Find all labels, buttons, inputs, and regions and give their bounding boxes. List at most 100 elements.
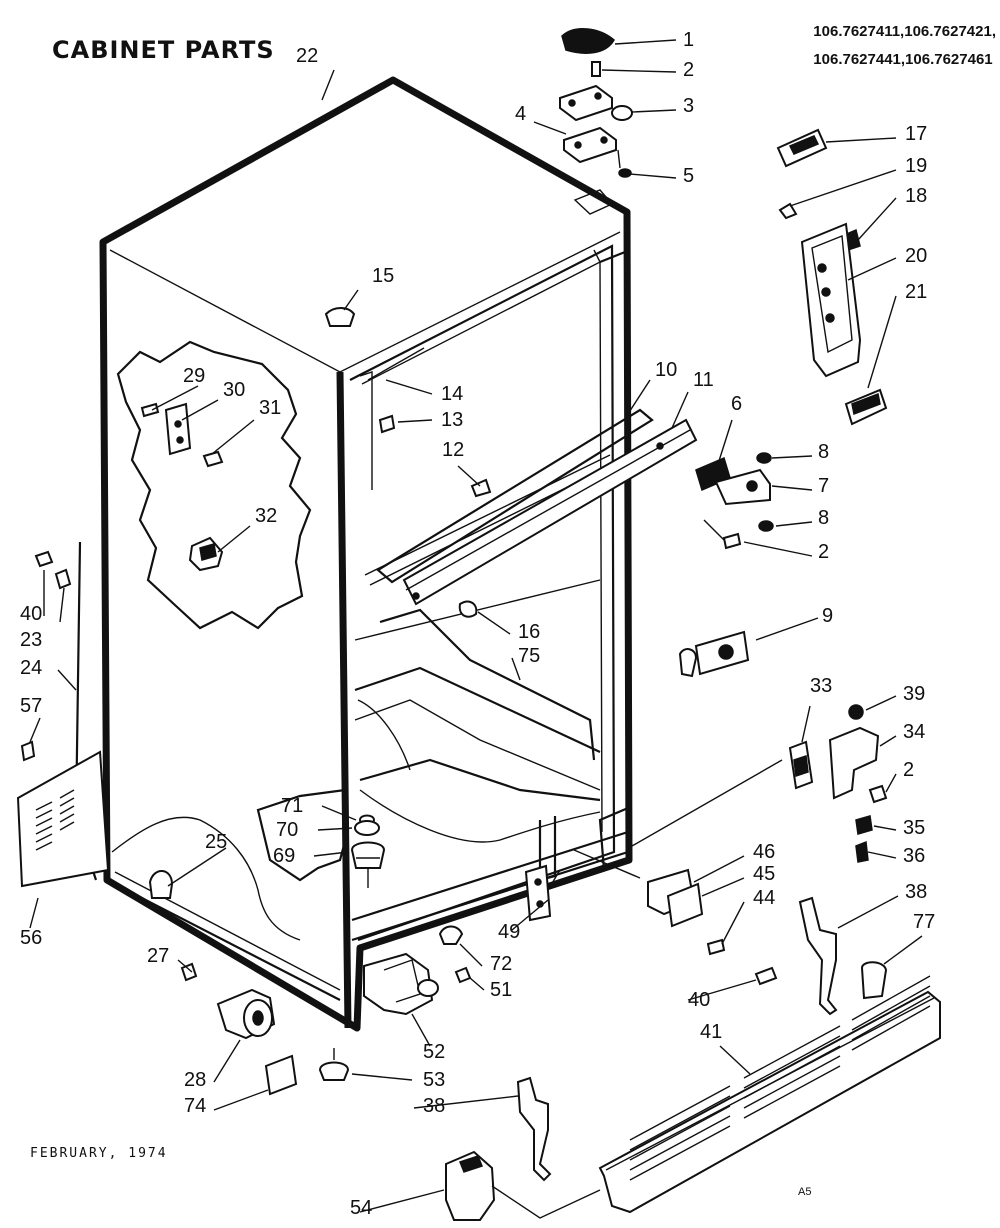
callout-c71: 71 <box>281 795 303 817</box>
callout-c4: 4 <box>515 103 526 125</box>
center-hinge-assembly <box>695 452 774 550</box>
grille-clip-77 <box>860 961 888 1000</box>
callout-c19: 19 <box>905 155 927 177</box>
part-72 <box>438 925 464 945</box>
callout-c29: 29 <box>183 365 205 387</box>
model-numbers-line-2: 106.7627441,106.7627461 <box>813 51 993 68</box>
callout-c72: 72 <box>490 953 512 975</box>
callout-c3: 3 <box>683 95 694 117</box>
callout-c22: 22 <box>296 45 318 67</box>
callout-c77: 77 <box>913 911 935 933</box>
callout-c39: 39 <box>903 683 925 705</box>
callout-c54: 54 <box>350 1197 372 1219</box>
callout-c69: 69 <box>273 845 295 867</box>
callout-c7: 7 <box>818 475 829 497</box>
callout-c70: 70 <box>276 819 298 841</box>
bracket-52 <box>363 952 434 1016</box>
callout-c38b: 38 <box>423 1095 445 1117</box>
callout-c51: 51 <box>490 979 512 1001</box>
rail-clip-part <box>458 600 478 618</box>
callout-c24: 24 <box>20 657 42 679</box>
callout-c18: 18 <box>905 185 927 207</box>
callout-c75: 75 <box>518 645 540 667</box>
callout-c32: 32 <box>255 505 277 527</box>
callout-c11: 11 <box>693 369 714 391</box>
lower-left-cutaway <box>256 788 350 882</box>
rear-panel-assembly <box>16 541 110 888</box>
divider-rail-assembly <box>376 408 698 618</box>
top-hinge-assembly <box>559 28 633 178</box>
callout-c41: 41 <box>700 1021 722 1043</box>
callout-c52: 52 <box>423 1041 445 1063</box>
callout-c57: 57 <box>20 695 42 717</box>
callout-c56: 56 <box>20 927 42 949</box>
callout-c16: 16 <box>518 621 540 643</box>
callout-c1: 1 <box>683 29 694 51</box>
bracket-54 <box>445 1150 496 1221</box>
callout-c21: 21 <box>905 281 927 303</box>
plug-part-15 <box>324 307 356 327</box>
hinge-shim-part <box>563 126 617 164</box>
leveler-washer-70 <box>354 820 380 836</box>
divider-rail-part <box>402 418 698 606</box>
callout-c8b: 8 <box>818 507 829 529</box>
hinge-cap-part <box>561 28 615 54</box>
rear-panel-vents <box>35 789 75 851</box>
callout-c27: 27 <box>147 945 169 967</box>
callout-c38a: 38 <box>905 881 927 903</box>
bracket-45 <box>666 882 704 928</box>
side-wall-parts <box>140 307 492 572</box>
callout-c36: 36 <box>903 845 925 867</box>
callout-c34: 34 <box>903 721 925 743</box>
callout-c33: 33 <box>810 675 832 697</box>
handle-bracket-part <box>800 222 862 378</box>
hinge-screw-part <box>591 61 601 77</box>
bottom-hinge-assembly <box>631 704 888 863</box>
handle-bracket-assembly <box>776 128 888 426</box>
leveler-assembly <box>350 814 386 888</box>
callout-c15: 15 <box>372 265 394 287</box>
base-grille-part <box>598 990 941 1214</box>
callout-c12: 12 <box>442 439 464 461</box>
model-numbers: 106.7627411,106.7627421, 106.7627441,106… <box>813 18 996 74</box>
callout-c17: 17 <box>905 123 927 145</box>
callout-c74: 74 <box>184 1095 206 1117</box>
callout-c2c: 2 <box>903 759 914 781</box>
bracket-49 <box>524 864 552 922</box>
rear-panel-part <box>16 750 110 888</box>
lower-bracket-parts <box>524 849 726 956</box>
callout-c49: 49 <box>498 921 520 943</box>
page-title: CABINET PARTS <box>52 36 275 64</box>
callout-c30: 30 <box>223 379 245 401</box>
grille-bracket-38b <box>516 1076 552 1182</box>
screw-40 <box>754 966 778 986</box>
hinge-plate-part <box>559 84 613 122</box>
callout-c44: 44 <box>753 887 775 909</box>
callout-c23: 23 <box>20 629 42 651</box>
latch-assembly <box>678 630 750 678</box>
callout-c2: 2 <box>683 59 694 81</box>
revision-date: FEBRUARY, 1974 <box>30 1146 168 1161</box>
callout-c10: 10 <box>655 359 677 381</box>
callout-c8a: 8 <box>818 441 829 463</box>
callout-c40b: 40 <box>688 989 710 1011</box>
callout-c20: 20 <box>905 245 927 267</box>
callout-c28: 28 <box>184 1069 206 1091</box>
bracket-part-30 <box>164 402 192 456</box>
callout-c46: 46 <box>753 841 775 863</box>
front-lower-parts <box>148 870 472 1096</box>
hinge-34 <box>828 726 880 800</box>
grille-bracket-38a <box>798 896 838 1016</box>
callout-c35: 35 <box>903 817 925 839</box>
leader-lines <box>29 39 923 1213</box>
part-25 <box>148 870 174 899</box>
hinge-pin-part <box>611 105 633 121</box>
part-74 <box>264 1054 298 1096</box>
callout-c9: 9 <box>822 605 833 627</box>
hinge-washer-part <box>618 168 632 178</box>
callout-c2b: 2 <box>818 541 829 563</box>
callout-c5: 5 <box>683 165 694 187</box>
